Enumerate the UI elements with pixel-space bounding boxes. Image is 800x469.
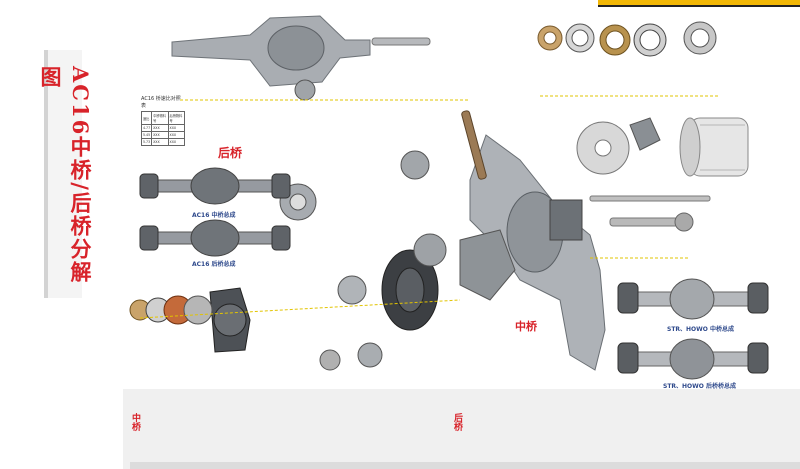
brake-backplate <box>576 117 661 175</box>
ratio-table-title: AC16 桥速比对照表 <box>141 96 181 109</box>
exploded-view-guides <box>139 95 720 319</box>
middle-axle-label: 中桥 <box>515 320 537 333</box>
vertical-title: AC16中桥/后桥分解图 <box>38 66 93 284</box>
differential-cover <box>381 229 516 331</box>
rear-axle-label: 后桥 <box>218 146 243 160</box>
left-wheel-hub <box>129 287 251 353</box>
brake-drum <box>679 117 749 177</box>
ratio-table-cell: XXX <box>167 138 186 146</box>
middle-axle-housing <box>469 134 606 371</box>
ratio-table-header-row: 速比 中桥物料号 后桥物料号 <box>140 111 186 125</box>
ac16-middle-axle-caption: AC16 中桥总成 <box>192 212 236 219</box>
legend-footer-bar <box>130 462 800 469</box>
legend-rear-label: 后桥 <box>452 413 462 431</box>
legend-middle-label: 中桥 <box>130 413 140 431</box>
top-axle-housing <box>171 15 431 87</box>
exploded-parts-illustration <box>129 15 769 380</box>
bevel-gears <box>279 79 447 371</box>
top-accent-line <box>598 5 800 7</box>
str-rear-axle-caption: STR、HOWO 后桥桥总成 <box>663 383 736 390</box>
str-middle-axle-image <box>617 278 769 320</box>
str-rear-axle-image <box>617 338 769 380</box>
str-middle-axle-caption: STR、HOWO 中桥总成 <box>667 326 734 333</box>
ratio-table: AC16 桥速比对照表 速比 中桥物料号 后桥物料号 4.77 XXX XXX … <box>140 95 186 146</box>
ac16-rear-axle-caption: AC16 后桥总成 <box>192 261 236 268</box>
input-shaft <box>461 110 487 180</box>
vertical-title-panel: AC16中桥/后桥分解图 <box>38 50 93 298</box>
ac16-rear-axle-image <box>139 219 291 257</box>
half-shaft <box>589 195 711 232</box>
top-accent-bar <box>598 0 800 5</box>
top-right-rings <box>537 21 717 57</box>
ac16-middle-axle-image <box>139 167 291 205</box>
ratio-table-row: 5.73 XXX XXX <box>140 138 186 146</box>
parts-legend-panel: 中桥 后桥 <box>123 389 800 469</box>
